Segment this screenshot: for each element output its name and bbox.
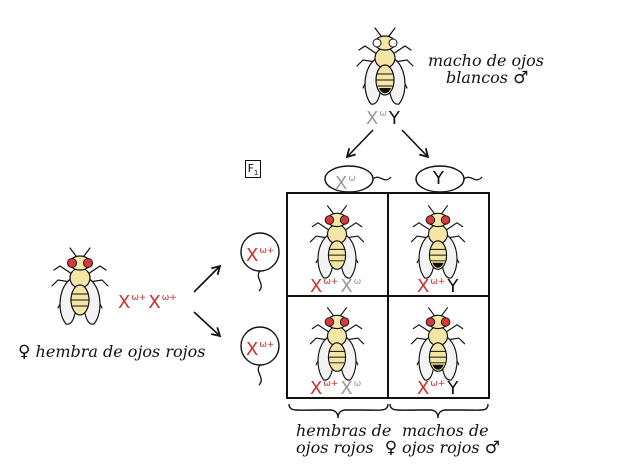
female-x2-allele: ω+: [161, 293, 177, 303]
female-gamete-1-letter: X: [246, 245, 259, 266]
arrow-to-male-y-gamete: [401, 129, 430, 159]
males-symbol: ♂: [484, 438, 500, 458]
f1-sub: 1: [253, 169, 259, 178]
female-x1-allele: ω+: [131, 293, 147, 303]
cell2-x: X: [417, 276, 430, 297]
female-gamete-1: [240, 232, 280, 292]
offspring-fly-female-1: [309, 205, 365, 279]
females-line2: ojos rojos: [296, 438, 374, 457]
male-parent-fly: [356, 27, 414, 105]
female-label-text: hembra de ojos rojos: [35, 342, 206, 361]
female-gamete-2-label: Xω+: [246, 335, 276, 360]
females-line1: hembras de: [296, 421, 392, 440]
cell4-y: Y: [447, 378, 459, 399]
f1-letter: F: [247, 162, 254, 175]
female-gamete-2-letter: X: [246, 339, 259, 360]
female-parent-label: ♀ hembra de ojos rojos: [18, 343, 205, 361]
female-gamete-2: [240, 326, 280, 386]
cell4-x-allele: ω+: [430, 379, 446, 389]
females-brace: [288, 403, 389, 419]
male-y-chromosome: Y: [388, 108, 400, 129]
gamete-y-letter: Y: [433, 168, 444, 189]
males-brace: [389, 403, 489, 419]
males-line2: ojos rojos: [402, 438, 480, 457]
female-symbol: ♀: [18, 342, 31, 362]
male-parent-label: macho de ojos blancos ♂: [428, 52, 544, 87]
male-x-chromosome: X: [366, 108, 379, 129]
punnett-cell-3-genotype: Xω+Xω: [310, 374, 363, 399]
cell3-x1-allele: ω+: [323, 379, 339, 389]
females-symbol: ♀: [384, 438, 398, 458]
female-gamete-2-allele: ω+: [259, 340, 275, 350]
offspring-females-label: hembras de ojos rojos ♀: [296, 422, 397, 457]
cell4-x: X: [417, 378, 430, 399]
offspring-fly-male-1: [410, 205, 466, 279]
arrow-to-female-gamete-1: [193, 264, 222, 293]
offspring-males-label: machos de ojos rojos ♂: [402, 422, 500, 457]
cell1-x2: X: [340, 276, 353, 297]
female-x2: X: [148, 292, 161, 313]
cell1-x2-allele: ω: [353, 277, 362, 287]
punnett-cell-1-genotype: Xω+Xω: [310, 272, 363, 297]
punnett-cell-2-genotype: Xω+Y: [417, 272, 458, 297]
f1-label: F1: [245, 160, 261, 178]
cell3-x1: X: [310, 378, 323, 399]
female-parent-fly: [51, 247, 109, 325]
male-gamete-y: [415, 165, 483, 193]
cell2-y: Y: [447, 276, 459, 297]
female-parent-genotype: Xω+Xω+: [118, 288, 179, 313]
male-label-line1: macho de ojos: [428, 51, 544, 70]
male-gamete-x-label: Xω: [335, 169, 358, 194]
cell3-x2: X: [340, 378, 353, 399]
female-gamete-1-label: Xω+: [246, 241, 276, 266]
gamete-x-letter: X: [335, 173, 348, 194]
gamete-x-allele: ω: [348, 174, 356, 184]
punnett-cell-4-genotype: Xω+Y: [417, 374, 458, 399]
cell1-x1: X: [310, 276, 323, 297]
male-gamete-y-label: Y: [433, 169, 444, 189]
cell3-x2-allele: ω: [353, 379, 362, 389]
female-x1: X: [118, 292, 131, 313]
arrow-to-male-x-gamete: [345, 129, 374, 159]
male-label-line2: blancos: [446, 68, 509, 87]
male-symbol: ♂: [513, 68, 529, 88]
arrow-to-female-gamete-2: [193, 311, 222, 338]
cell1-x1-allele: ω+: [323, 277, 339, 287]
female-gamete-1-allele: ω+: [259, 246, 275, 256]
offspring-fly-male-2: [410, 307, 466, 381]
males-line1: machos de: [402, 421, 489, 440]
cell2-x-allele: ω+: [430, 277, 446, 287]
offspring-fly-female-2: [309, 307, 365, 381]
male-x-allele: ω: [379, 109, 387, 119]
